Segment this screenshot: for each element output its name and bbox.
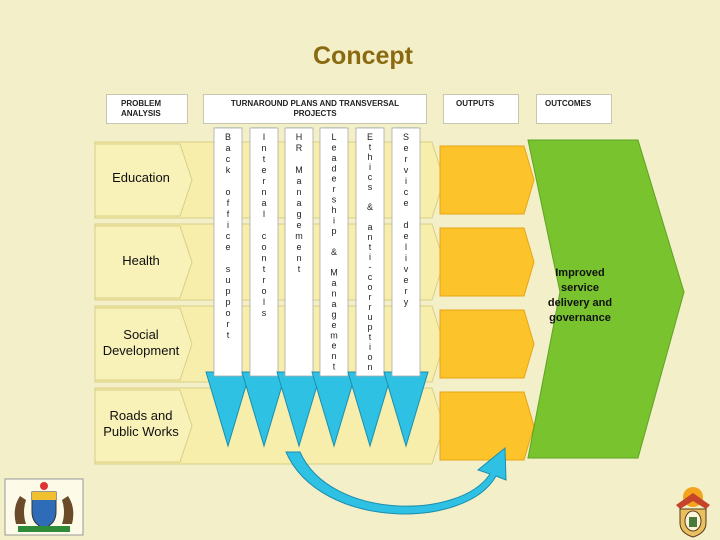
- output-box-0: [439, 145, 535, 215]
- national-coat-of-arms-icon: [676, 487, 710, 538]
- outcome-arrow: [527, 139, 685, 459]
- header-outcomes-label: OUTCOMES: [545, 99, 592, 108]
- row-label-education: Education: [112, 170, 170, 185]
- feedback-loop-arrow: [285, 446, 507, 515]
- problem-chevron-2: [94, 307, 193, 381]
- header-problem-analysis: PROBLEM ANALYSIS: [106, 94, 188, 124]
- output-box-2: [439, 309, 535, 379]
- header-outputs: OUTPUTS: [443, 94, 519, 124]
- problem-chevron-1: [94, 225, 193, 299]
- output-box-1: [439, 227, 535, 297]
- output-box-3: [439, 391, 535, 461]
- outcome-label: Improved service delivery and governance: [547, 267, 613, 324]
- header-turnaround: TURNAROUND PLANS AND TRANSVERSAL PROJECT…: [203, 94, 427, 124]
- problem-chevron-3: [94, 389, 193, 463]
- row-label-social-development: Social Development: [102, 327, 180, 358]
- header-turnaround-label: TURNAROUND PLANS AND TRANSVERSAL PROJECT…: [230, 99, 400, 118]
- provincial-coat-of-arms-icon: [4, 478, 84, 536]
- slide-title: Concept: [313, 42, 413, 70]
- header-outcomes: OUTCOMES: [536, 94, 612, 124]
- header-outputs-label: OUTPUTS: [456, 99, 495, 108]
- header-problem-analysis-label: PROBLEM ANALYSIS: [121, 99, 161, 118]
- problem-chevron-0: [94, 143, 193, 217]
- row-label-roads-public-works: Roads and Public Works: [103, 408, 179, 439]
- row-label-health: Health: [122, 253, 160, 268]
